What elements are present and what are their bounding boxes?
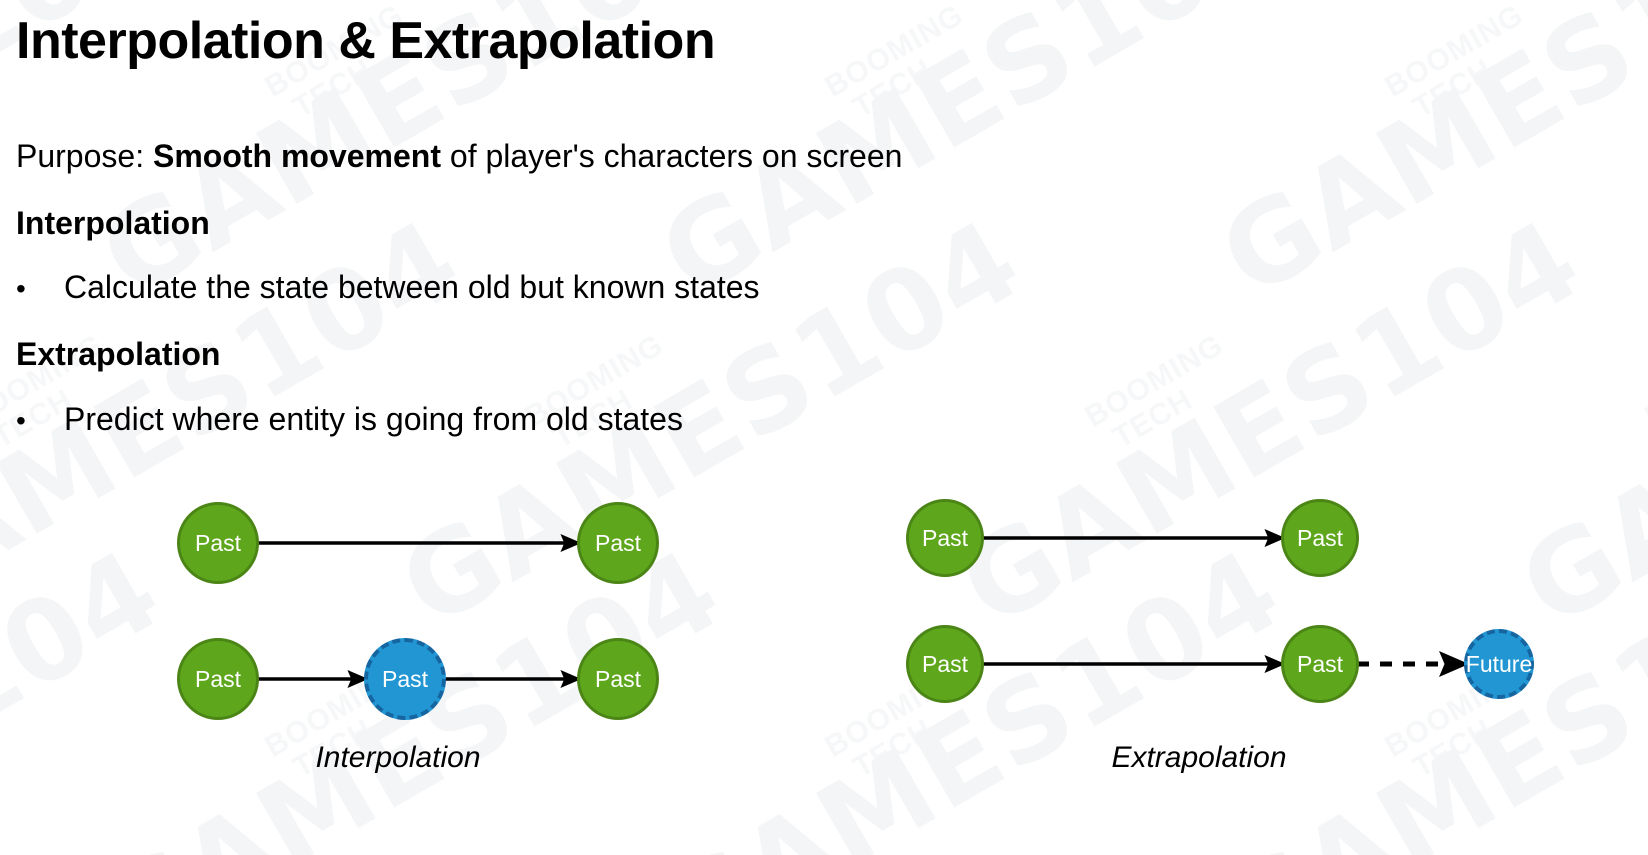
bullet-dot-icon: • <box>16 405 26 436</box>
bullet-interpolation: • Calculate the state between old but kn… <box>16 269 760 305</box>
node-past-extrapolation-1: Past <box>1281 499 1359 577</box>
node-past-interpolation-0: Past <box>177 502 259 584</box>
node-past-extrapolation-0: Past <box>906 499 984 577</box>
node-future-extrapolation-4: Future <box>1464 629 1534 699</box>
node-label: Past <box>194 529 242 556</box>
purpose-tail: of player's characters on screen <box>441 138 903 174</box>
caption-extrapolation: Extrapolation <box>1111 741 1287 774</box>
bullet-extrapolation-text: Predict where entity is going from old s… <box>64 401 683 437</box>
bullet-interpolation-text: Calculate the state between old but know… <box>64 269 760 305</box>
heading-extrapolation: Extrapolation <box>16 336 221 372</box>
bullet-dot-icon: • <box>16 273 26 304</box>
purpose-line: Purpose: Smooth movement of player's cha… <box>16 138 903 174</box>
node-label: Past <box>194 665 242 692</box>
node-past-interpolation-2: Past <box>177 638 259 720</box>
heading-interpolation: Interpolation <box>16 205 210 241</box>
node-label: Past <box>594 665 642 692</box>
node-past-interpolation-4: Past <box>577 638 659 720</box>
node-label: Past <box>381 665 429 692</box>
node-past-extrapolation-3: Past <box>1281 625 1359 703</box>
page-title: Interpolation & Extrapolation <box>16 12 716 70</box>
bullet-extrapolation: • Predict where entity is going from old… <box>16 401 683 437</box>
node-label: Future <box>1465 650 1533 677</box>
node-future-interpolation-3: Past <box>364 638 446 720</box>
node-label: Past <box>594 529 642 556</box>
purpose-emphasis: Smooth movement <box>152 138 441 174</box>
purpose-lead: Purpose: <box>16 138 153 174</box>
node-label: Past <box>1296 524 1344 551</box>
node-past-interpolation-1: Past <box>577 502 659 584</box>
node-past-extrapolation-2: Past <box>906 625 984 703</box>
node-label: Past <box>1296 650 1344 677</box>
node-label: Past <box>921 524 969 551</box>
caption-interpolation: Interpolation <box>315 741 481 774</box>
node-label: Past <box>921 650 969 677</box>
